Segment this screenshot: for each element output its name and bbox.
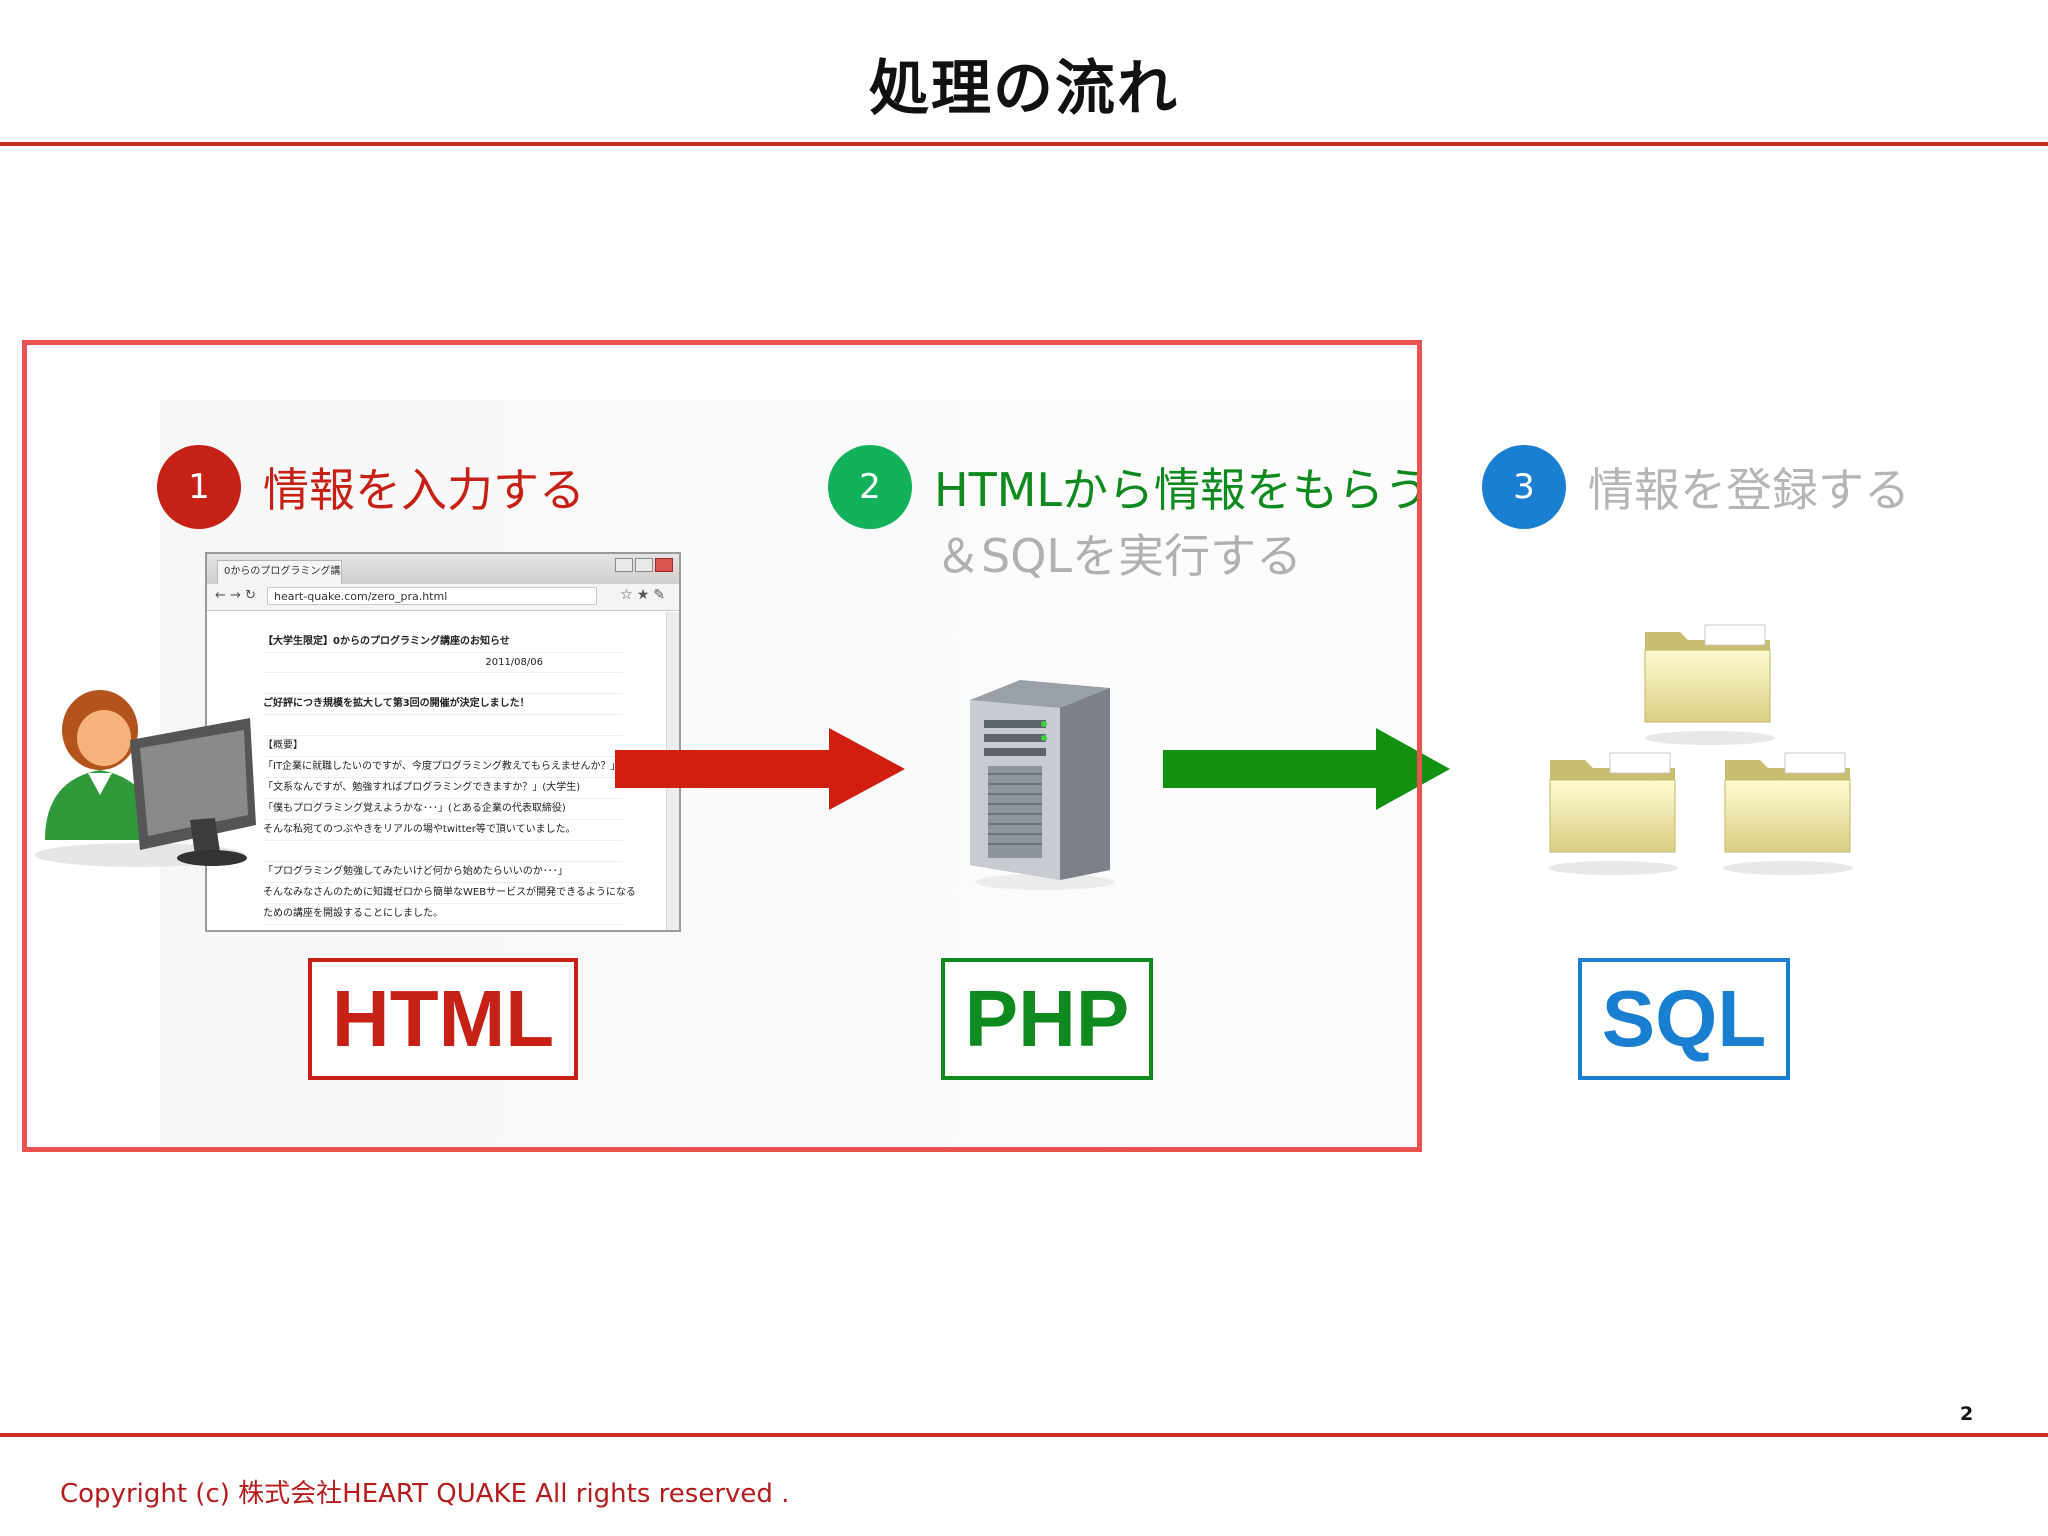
highlight-frame — [22, 340, 1422, 1152]
content-line — [263, 715, 623, 736]
toolbar-icons: ☆★✎ — [620, 587, 669, 603]
content-line — [263, 673, 623, 694]
step-1: 1 情報を入力する — [157, 445, 585, 529]
slide-title: 処理の流れ — [869, 54, 1179, 124]
step-3-number: 3 — [1482, 445, 1566, 529]
top-divider — [0, 142, 2048, 146]
browser-content: 【大学生限定】0からのプログラミング講座のお知らせ 2011/08/06 ご好評… — [207, 612, 665, 930]
browser-window: 0からのプログラミング講 ← → ↻ heart-quake.com/zero_… — [205, 552, 681, 932]
folder-right — [1723, 752, 1853, 875]
folders-icon — [1548, 624, 1853, 875]
content-line — [263, 841, 623, 862]
content-line: 【大学生限定】0からのプログラミング講座のお知らせ — [263, 632, 623, 653]
step-3: 3 情報を登録する — [1482, 445, 1910, 529]
bottom-divider — [0, 1433, 2048, 1437]
php-label-box: PHP — [941, 958, 1153, 1080]
copyright-text: Copyright (c) 株式会社HEART QUAKE All rights… — [60, 1479, 790, 1509]
step-2-label: HTMLから情報をもらう — [934, 463, 1431, 517]
sql-label-box: SQL — [1578, 958, 1790, 1080]
browser-url: heart-quake.com/zero_pra.html — [267, 587, 597, 605]
content-line: 2011/08/06 — [263, 653, 623, 673]
content-line: そんなみなさんのために知識ゼロから簡単なWEBサービスが開発できるようになる — [263, 883, 636, 904]
content-line: ご好評につき規模を拡大して第3回の開催が決定しました！ — [263, 694, 623, 715]
user-at-computer-icon — [35, 690, 256, 867]
content-line: そんな私宛てのつぶやきをリアルの場やtwitter等で頂いていました。 — [263, 820, 623, 841]
step-1-label: 情報を入力する — [263, 463, 585, 517]
step-1-number: 1 — [157, 445, 241, 529]
browser-tab: 0からのプログラミング講 — [217, 560, 342, 584]
arrow-right-icon — [615, 728, 905, 810]
browser-tab-bar: 0からのプログラミング講 — [207, 554, 679, 584]
step-2-number: 2 — [828, 445, 912, 529]
nav-arrows-icon: ← → ↻ — [215, 588, 256, 603]
page-number: 2 — [1960, 1403, 1974, 1425]
content-line: 「文系なんですが、勉強すればプログラミングできますか？」(大学生) — [263, 778, 623, 799]
arrow-right-icon — [1163, 728, 1450, 810]
folder-left — [1548, 752, 1678, 875]
html-label-box: HTML — [308, 958, 578, 1080]
step-3-label: 情報を登録する — [1588, 463, 1910, 517]
window-controls — [615, 558, 673, 572]
content-line: 「僕もプログラミング覚えようかな･･･」(とある企業の代表取締役) — [263, 799, 623, 820]
step-2: 2 HTMLから情報をもらう — [828, 445, 1430, 529]
content-line: ための講座を開設することにしました。 — [263, 904, 623, 925]
content-line: 「プログラミング勉強してみたいけど何から始めたらいいのか･･･」 — [263, 862, 623, 883]
folder-top — [1644, 624, 1775, 745]
step-2-sub-label: ＆SQLを実行する — [935, 529, 1303, 583]
server-tower-icon — [970, 680, 1115, 890]
browser-address-bar: ← → ↻ heart-quake.com/zero_pra.html ☆★✎ — [207, 584, 679, 611]
content-line: 【概要】 — [263, 736, 623, 757]
content-line: 「IT企業に就職したいのですが、今度プログラミング教えてもらえませんか？」(大学… — [263, 757, 658, 778]
